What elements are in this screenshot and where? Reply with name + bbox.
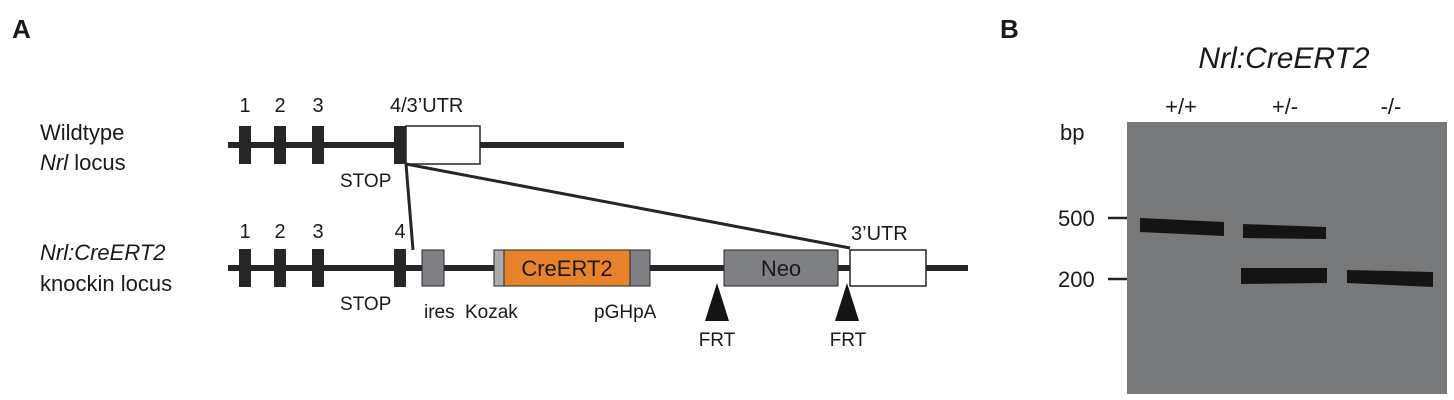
- band-het-500: [1243, 224, 1326, 239]
- knockin-gene-label: Nrl:CreERT2: [40, 240, 166, 265]
- wildtype-utr-box: [405, 125, 481, 165]
- pghpa-box: [629, 249, 651, 287]
- kozak-label: Kozak: [465, 302, 518, 323]
- knockin-utr-box: [849, 249, 927, 287]
- wildtype-locus: Wildtype Nrl locus 1 2 3 4/3’UTR STOP: [40, 95, 624, 192]
- lane-label-ko: -/-: [1381, 94, 1402, 119]
- panel-letter-a: A: [12, 14, 31, 44]
- gel-panel: Nrl:CreERT2 +/+ +/- -/- bp 500 200: [1058, 42, 1447, 394]
- knockin-exon-2-label: 2: [274, 221, 285, 243]
- band-ko-200: [1347, 270, 1433, 287]
- ires-label: ires: [424, 302, 455, 323]
- knockin-exon-2: [274, 249, 286, 287]
- marker-500-label: 500: [1058, 206, 1095, 231]
- creert2-label: CreERT2: [521, 256, 612, 281]
- knockin-exon-1: [239, 249, 251, 287]
- frt-label-1: FRT: [699, 330, 736, 351]
- gel-image: [1127, 122, 1447, 394]
- wildtype-exon-1-label: 1: [239, 95, 250, 117]
- gel-title: Nrl:CreERT2: [1198, 42, 1369, 75]
- wildtype-exon-2: [274, 126, 286, 164]
- wildtype-label: Wildtype: [40, 120, 124, 145]
- wildtype-exon-4-utr-label: 4/3’UTR: [390, 95, 463, 117]
- panel-letter-b: B: [1000, 14, 1019, 44]
- band-het-200: [1241, 268, 1327, 284]
- frt-label-2: FRT: [830, 330, 867, 351]
- kozak-box: [493, 249, 505, 287]
- wildtype-exon-2-label: 2: [274, 95, 285, 117]
- frt-triangle-1: [705, 283, 729, 321]
- knockin-exon-1-label: 1: [239, 221, 250, 243]
- marker-200-label: 200: [1058, 267, 1095, 292]
- knockin-exon-4-label: 4: [394, 221, 405, 243]
- knockin-utr-label: 3’UTR: [851, 223, 908, 245]
- wildtype-exon-1: [239, 126, 251, 164]
- wildtype-locus-label: Nrl locus: [40, 150, 126, 175]
- knockin-exon-4: [394, 249, 406, 287]
- connector-right: [405, 162, 851, 250]
- knockin-exon-3-label: 3: [312, 221, 323, 243]
- ires-box: [421, 249, 445, 287]
- knockin-stop-label: STOP: [340, 294, 391, 315]
- frt-triangle-2: [835, 283, 859, 321]
- wildtype-gene-name: Nrl: [40, 150, 69, 175]
- band-wt-500: [1140, 218, 1224, 236]
- wildtype-exon-4: [394, 126, 406, 164]
- connector-left: [404, 163, 415, 251]
- knockin-locus: Nrl:CreERT2 knockin locus 1 2 3 4 CreERT…: [40, 221, 968, 351]
- wildtype-exon-3-label: 3: [312, 95, 323, 117]
- pghpa-label: pGHpA: [594, 302, 657, 323]
- wildtype-locus-word: locus: [68, 150, 125, 175]
- creert2-box: [503, 249, 631, 287]
- neo-box: [723, 249, 839, 287]
- lane-label-het: +/-: [1272, 94, 1298, 119]
- wildtype-stop-label: STOP: [340, 171, 391, 192]
- knockin-locus-label: knockin locus: [40, 271, 172, 296]
- lane-label-wt: +/+: [1165, 94, 1197, 119]
- wildtype-exon-3: [312, 126, 324, 164]
- neo-label: Neo: [761, 256, 801, 281]
- bp-label: bp: [1060, 120, 1084, 145]
- knockin-exon-3: [312, 249, 324, 287]
